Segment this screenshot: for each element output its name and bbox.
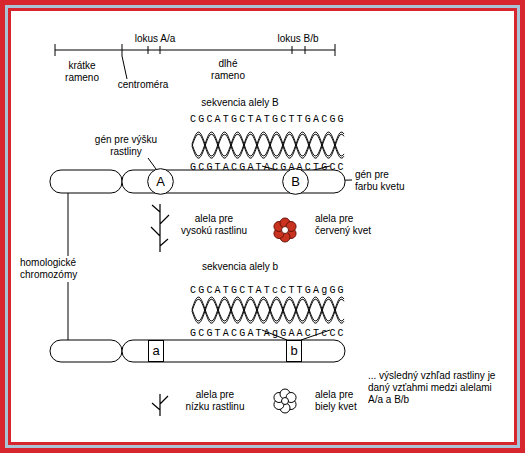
scale-tick (292, 46, 293, 54)
chromosome-2 (50, 340, 345, 362)
helix-strand (192, 134, 344, 158)
allele-label: alela pre nízku rastlinu (183, 389, 247, 413)
centromere-label: centroméra (108, 79, 178, 91)
dna-sequence: CGCATGCTATGCTTGACGG (190, 114, 350, 126)
dna-sequence: GCGTACGATAgGAACTcCC (190, 328, 350, 340)
allele-label: alela pre biely kvet (315, 389, 373, 413)
red-flower-symbol (274, 218, 296, 242)
arm-label: krátke rameno (58, 60, 106, 84)
scale-tick (160, 46, 161, 54)
flower-center (282, 398, 289, 405)
circle-shape (148, 169, 174, 195)
node-text: a (152, 344, 159, 358)
helix-strand (192, 299, 344, 323)
scale-line (55, 50, 335, 51)
scale-tick (305, 46, 306, 54)
dna-sequence: GCGTACGATACGAACTGCC (190, 162, 350, 174)
chromosome-arm (122, 340, 345, 362)
node-text: B (291, 175, 300, 189)
scale-tick (122, 44, 123, 56)
frame-inner (8, 8, 517, 445)
allele-band: b (286, 340, 302, 362)
frame-background (11, 11, 514, 442)
scale-tick (335, 44, 336, 56)
node-text: A (156, 175, 165, 189)
gene-locus-circle: A (147, 168, 174, 195)
note-text: ... výsledný vzhľad rastliny je daný vzť… (368, 370, 502, 406)
leader-line (148, 158, 156, 169)
allele-label: alela pre červený kvet (315, 213, 381, 237)
homolog-label: homologické chromozómy (20, 256, 86, 282)
gene-label: gén pre výšku rastliny (94, 134, 158, 158)
frame-middle (5, 5, 520, 448)
arm-label: dlhé rameno (206, 58, 250, 82)
short-plant-symbol (152, 394, 168, 416)
chromosome-arm (50, 340, 122, 362)
scale-tick (55, 44, 56, 56)
sequence-title: sekvencia alely B (180, 97, 300, 109)
scale-tick (148, 46, 149, 54)
flower-center (282, 227, 289, 234)
locus-label: lokus A/a (125, 33, 185, 45)
allele-band: a (148, 340, 164, 362)
chromosome-arm (50, 170, 122, 193)
sequence-title: sekvencia alely b (180, 261, 300, 273)
gene-label: gén pre farbu kvetu (355, 169, 409, 193)
leader-line (122, 56, 127, 79)
white-flower-symbol (274, 389, 296, 413)
allele-label: alela pre vysokú rastlinu (178, 213, 250, 237)
tall-plant-symbol (151, 204, 169, 252)
node-text: b (290, 344, 297, 358)
dna-sequence: CGCATGCTATcCTTGAgGG (190, 285, 350, 297)
locus-label: lokus B/b (268, 33, 328, 45)
